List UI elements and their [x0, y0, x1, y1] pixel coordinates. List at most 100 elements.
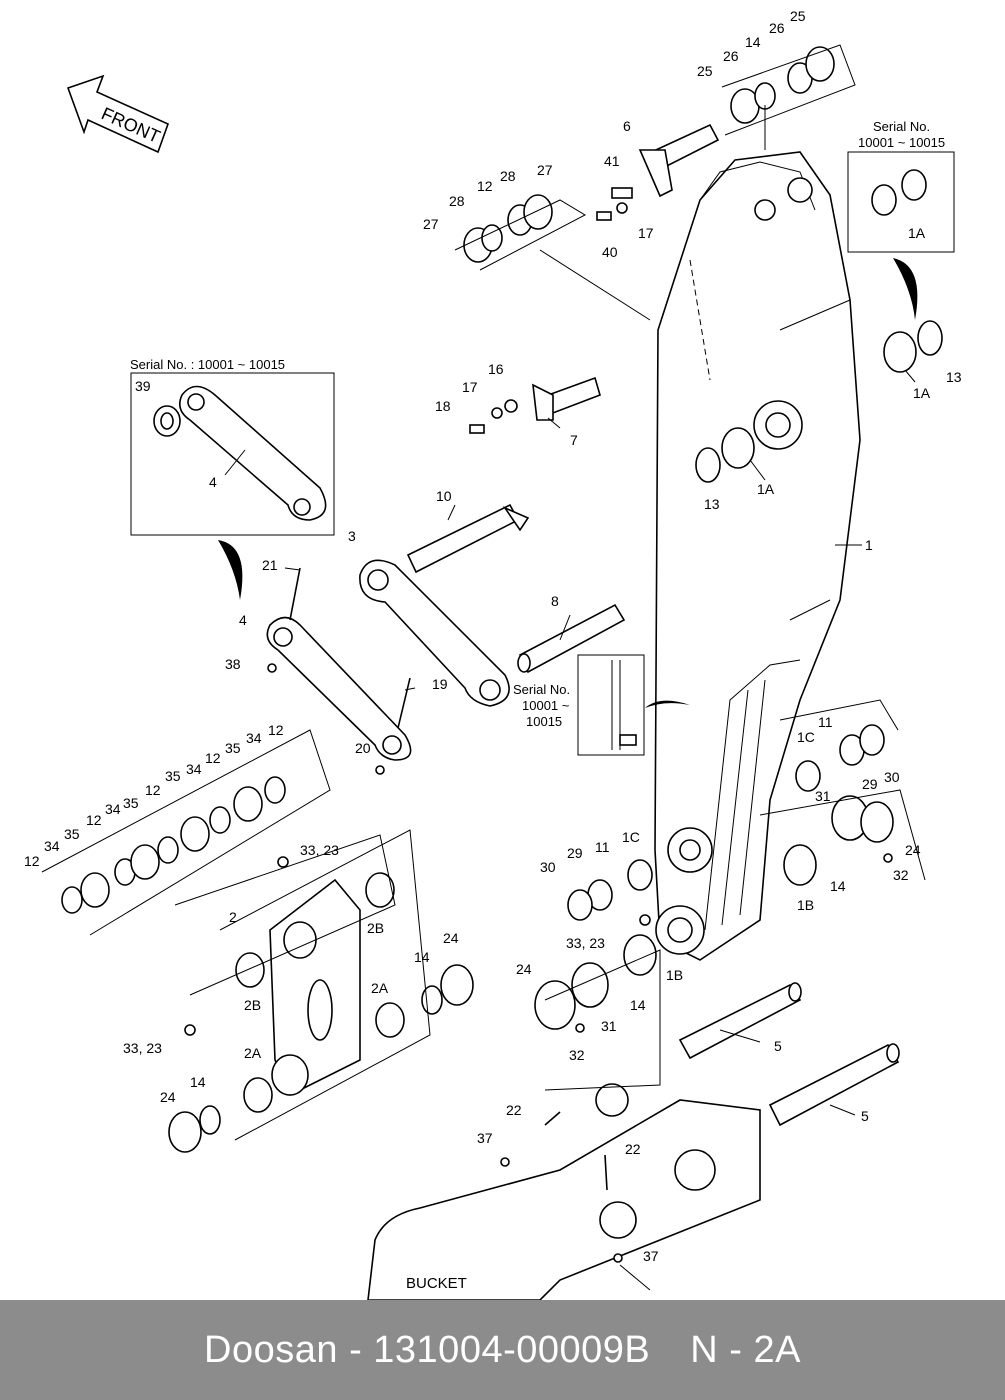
callout-21: 21: [262, 557, 278, 573]
callout-12: 12: [477, 178, 493, 194]
callout-29: 29: [862, 776, 878, 792]
callout-5: 5: [861, 1108, 869, 1124]
callout-39: 39: [135, 378, 151, 394]
callout-30: 30: [884, 769, 900, 785]
callout-24: 24: [443, 930, 459, 946]
callout-2b: 2B: [244, 997, 261, 1013]
leader-lines: [224, 105, 916, 1291]
callout-17: 17: [638, 225, 654, 241]
bushing-1b-right: [783, 795, 894, 886]
bushing-1a-lower: [695, 427, 755, 483]
callout-6: 6: [623, 118, 631, 134]
callout-13: 13: [704, 496, 720, 512]
bushing-2b: [235, 872, 395, 988]
front-arrow-icon: FRONT: [66, 74, 170, 154]
callout-28: 28: [500, 168, 516, 184]
serial-range-mid-2: 10015: [526, 714, 562, 729]
washer-stack-left: [61, 776, 286, 914]
callout-40: 40: [602, 244, 618, 260]
callout-14: 14: [745, 34, 761, 50]
link-rod-4: [266, 567, 412, 761]
callout-26: 26: [723, 48, 739, 64]
callout-12: 12: [268, 722, 284, 738]
callout-7: 7: [570, 432, 578, 448]
callout-2a: 2A: [244, 1045, 262, 1061]
pin-5-upper: [678, 982, 802, 1060]
callout-19: 19: [432, 676, 448, 692]
callout-34: 34: [105, 801, 121, 817]
bushing-2a: [168, 964, 474, 1153]
washer-stack-upper-right: [730, 46, 835, 124]
callout-4: 4: [239, 612, 247, 628]
callout-41: 41: [604, 153, 620, 169]
pin-6: [638, 123, 720, 198]
callout-5: 5: [774, 1038, 782, 1054]
exploded-parts-diagram: FRONT: [24, 8, 962, 1300]
inset-bushing-1a: [847, 151, 955, 253]
page-reference: N - 2A: [690, 1328, 801, 1371]
inset-boom-detail: [577, 654, 645, 756]
callout-33-23: 33, 23: [300, 842, 339, 858]
callout-1a: 1A: [757, 481, 775, 497]
bushing-1a-upper: [883, 320, 943, 373]
callout-12: 12: [86, 812, 102, 828]
serial-label-mid: Serial No.: [513, 682, 570, 697]
callout-2b: 2B: [367, 920, 384, 936]
pin-5-lower: [768, 1043, 900, 1127]
serial-label-left: Serial No. : 10001 ~ 10015: [130, 357, 285, 372]
callout-10: 10: [436, 488, 452, 504]
boom-arm: [654, 151, 861, 961]
callout-12: 12: [145, 782, 161, 798]
callout-33-23: 33, 23: [566, 935, 605, 951]
callout-1a: 1A: [913, 385, 931, 401]
callout-1c: 1C: [622, 829, 640, 845]
callout-34: 34: [246, 730, 262, 746]
callout-37: 37: [643, 1248, 659, 1264]
serial-label-top: Serial No.: [873, 119, 930, 134]
washer-stack-upper-left: [463, 194, 553, 263]
callout-1b: 1B: [797, 897, 814, 913]
callout-17: 17: [462, 379, 478, 395]
callout-28: 28: [449, 193, 465, 209]
callout-27: 27: [537, 162, 553, 178]
callout-11: 11: [595, 839, 610, 855]
inset-link-4: [130, 372, 335, 536]
callout-35: 35: [123, 795, 139, 811]
callout-18: 18: [435, 398, 451, 414]
callout-3: 3: [348, 528, 356, 544]
callout-27: 27: [423, 216, 439, 232]
callout-1a: 1A: [908, 225, 926, 241]
fastener-set: [184, 187, 893, 1263]
bushing-1c-right: [795, 724, 885, 792]
callout-38: 38: [225, 656, 241, 672]
serial-range-mid-1: 10001 ~: [522, 698, 570, 713]
grouping-outlines: [41, 44, 926, 1141]
callout-33-23: 33, 23: [123, 1040, 162, 1056]
callout-8: 8: [551, 593, 559, 609]
callout-2: 2: [229, 909, 237, 925]
callout-31: 31: [815, 788, 831, 804]
link-plate-3: [359, 559, 510, 707]
callout-24: 24: [905, 842, 921, 858]
callout-34: 34: [44, 838, 60, 854]
callout-11: 11: [818, 714, 833, 730]
callout-12: 12: [24, 853, 40, 869]
callout-2a: 2A: [371, 980, 389, 996]
pin-7: [532, 376, 601, 421]
callout-24: 24: [516, 961, 532, 977]
callout-14: 14: [414, 949, 430, 965]
callout-37: 37: [477, 1130, 493, 1146]
link-assembly-2: [269, 878, 361, 1097]
callout-30: 30: [540, 859, 556, 875]
callout-35: 35: [225, 740, 241, 756]
callout-25: 25: [697, 63, 713, 79]
bucket-label: BUCKET: [406, 1275, 467, 1292]
callout-32: 32: [893, 867, 909, 883]
callout-24: 24: [160, 1089, 176, 1105]
part-number: 131004-00009B: [373, 1328, 651, 1371]
separator: -: [349, 1328, 363, 1371]
callout-13: 13: [946, 369, 962, 385]
callout-16: 16: [488, 361, 504, 377]
footer-caption-bar: Doosan - 131004-00009B N - 2A: [0, 1300, 1005, 1400]
callout-35: 35: [64, 826, 80, 842]
